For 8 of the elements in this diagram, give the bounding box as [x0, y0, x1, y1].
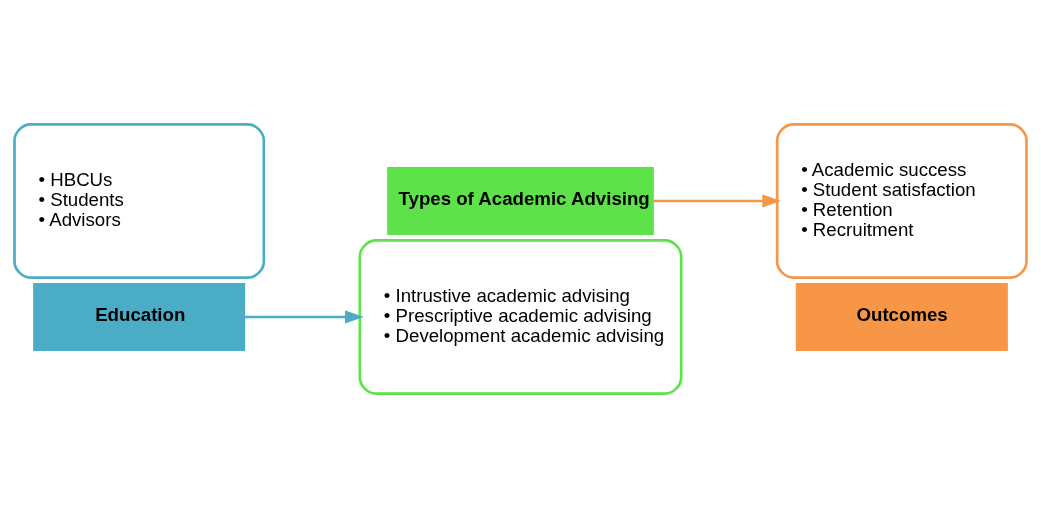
node-box: • HBCUs • Students • Advisors [13, 122, 266, 279]
arrow [245, 309, 364, 324]
node-box: • Academic success • Student satisfaction • Retention • Recruitment [775, 122, 1028, 279]
arrow [653, 193, 782, 208]
node-box: • Intrustive academic advising • Prescriptive academic advising • Development academic advising [358, 238, 683, 395]
node-box: Types of Academic Advising [387, 166, 654, 235]
node-box: Education [33, 282, 246, 351]
node-box: Outcomes [795, 282, 1008, 351]
